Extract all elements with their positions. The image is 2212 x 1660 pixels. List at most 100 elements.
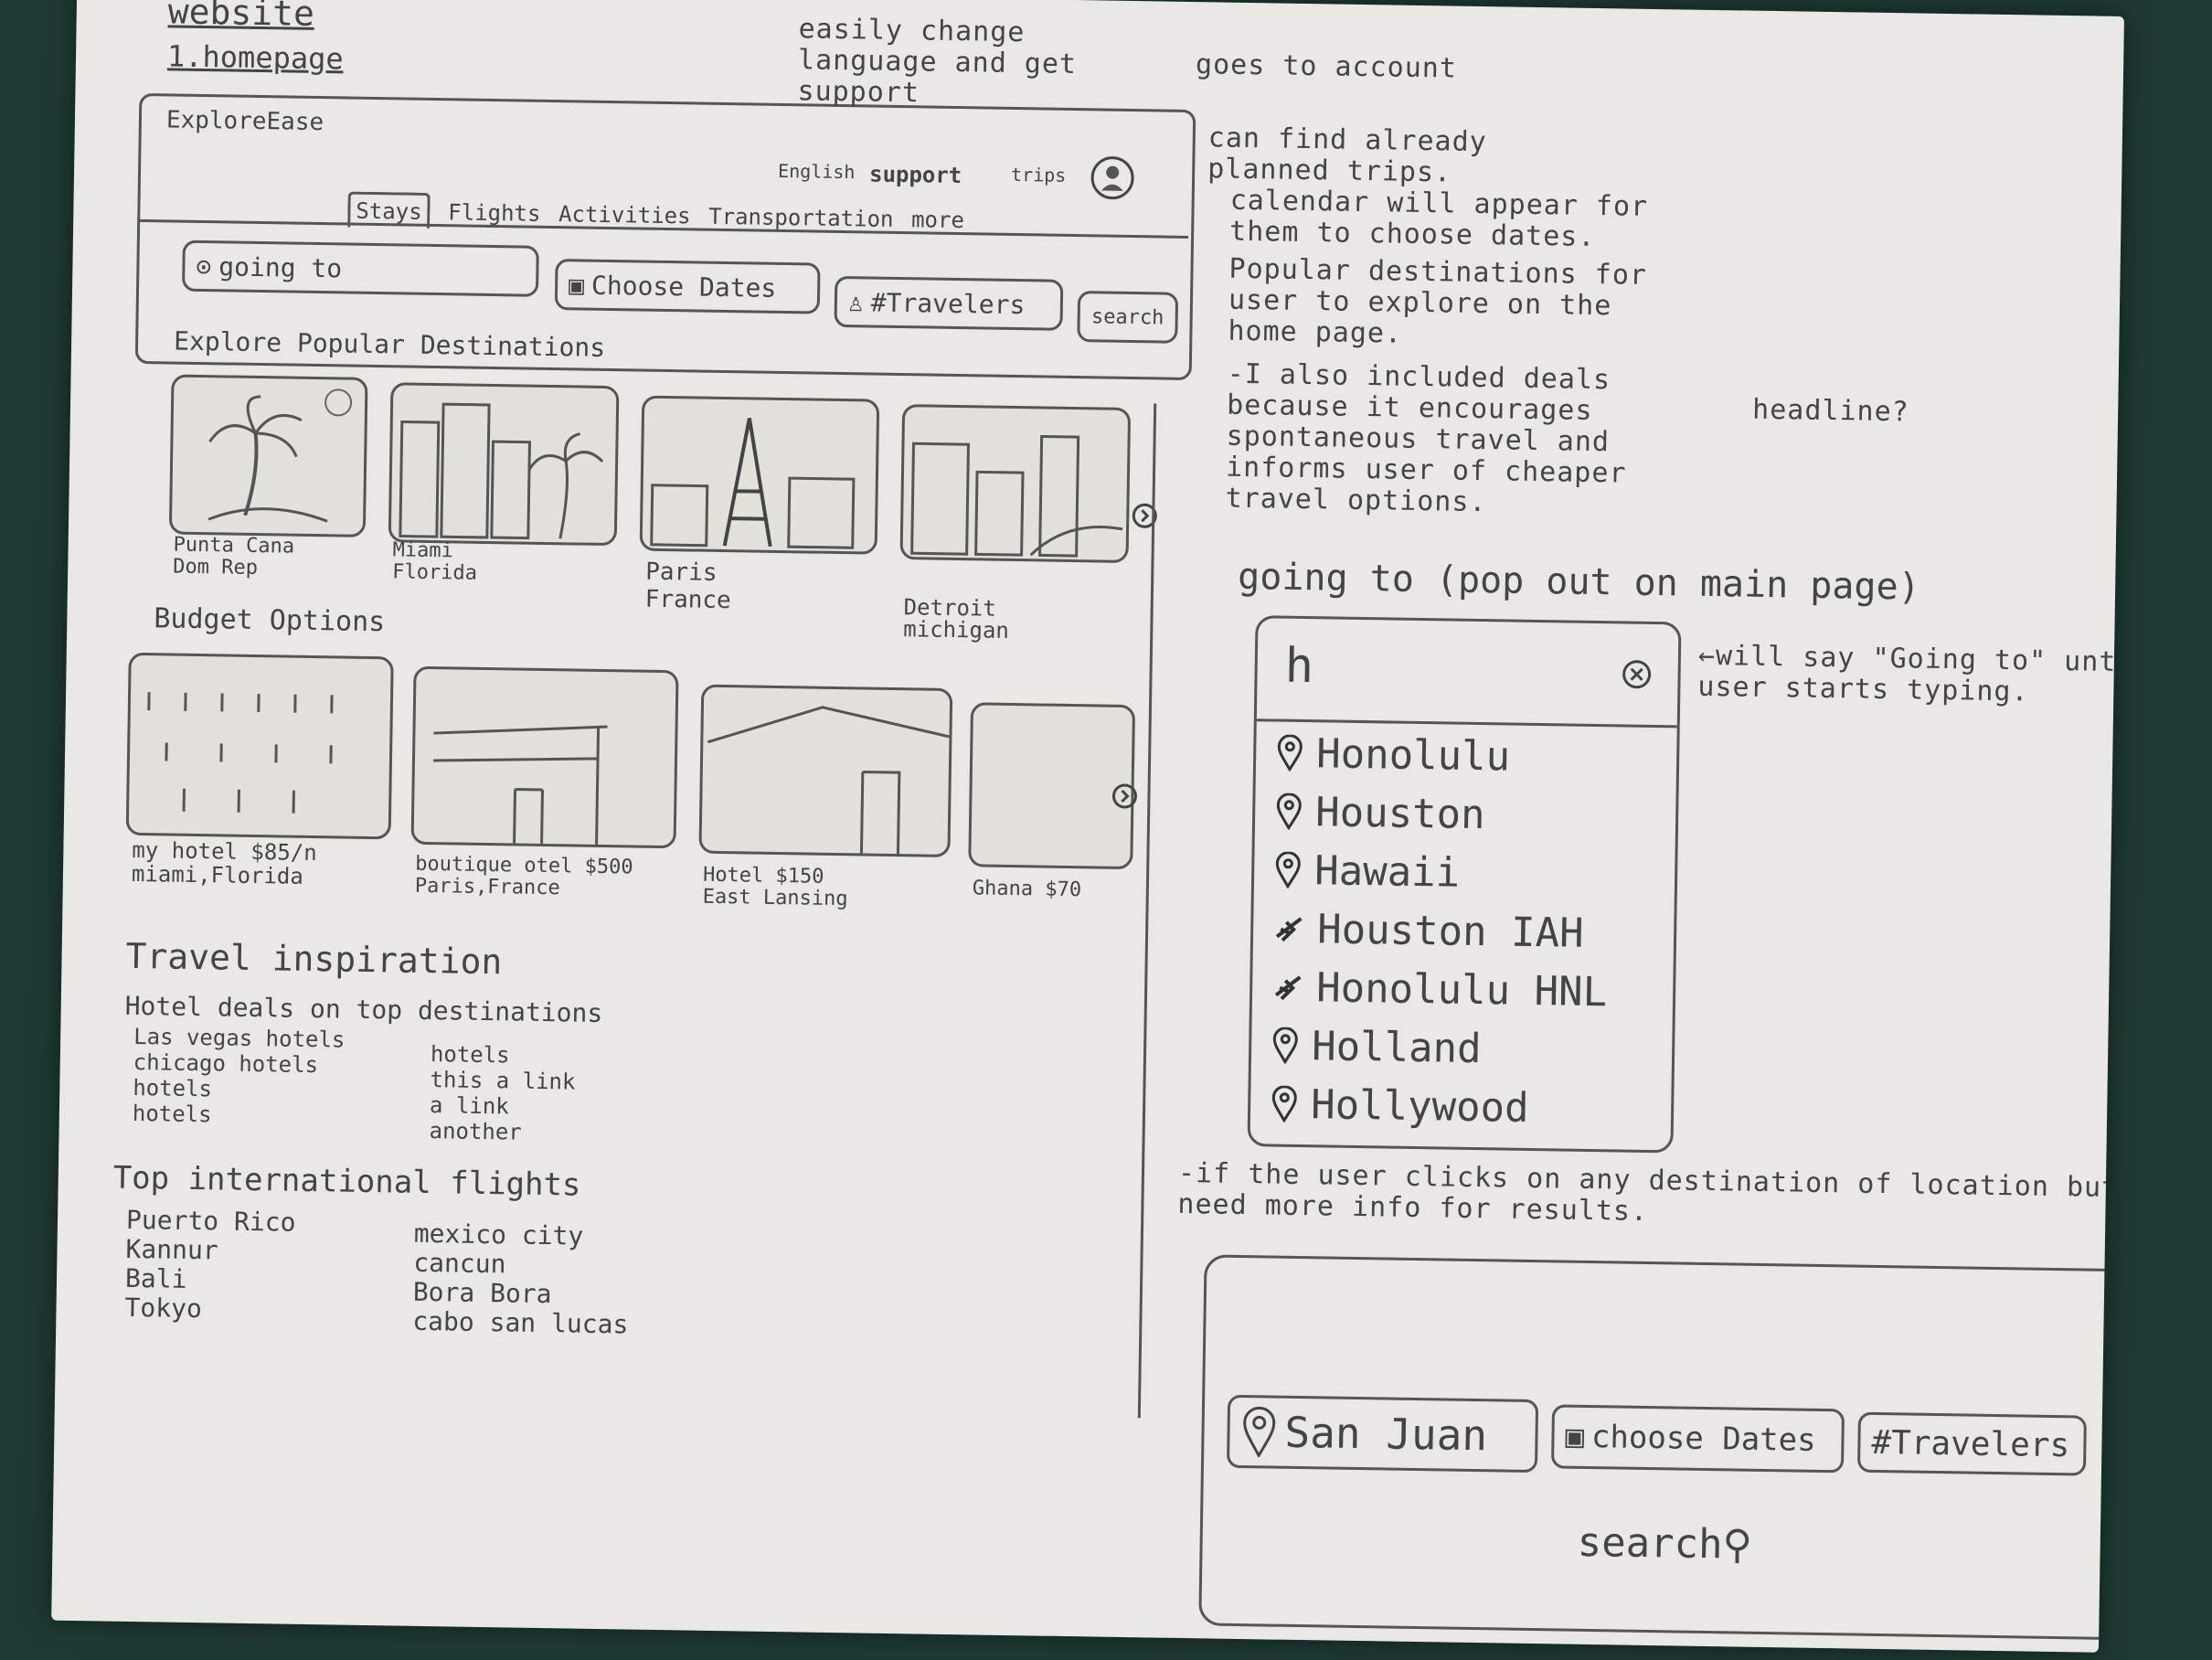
budget-caption-4: Ghana $70 bbox=[972, 877, 1082, 902]
travelers-button[interactable]: ♙#Travelers bbox=[834, 275, 1064, 331]
flight-link[interactable]: Bora Bora bbox=[412, 1276, 552, 1310]
popular-card-miami[interactable] bbox=[388, 382, 620, 547]
popout-result-item[interactable]: Honolulu bbox=[1276, 724, 1611, 788]
calendar-icon: ▣ bbox=[1565, 1418, 1585, 1455]
airplane-icon bbox=[1272, 972, 1304, 1004]
budget-card-my-hotel[interactable] bbox=[125, 652, 394, 840]
popout-result-item[interactable]: Holland bbox=[1271, 1016, 1607, 1080]
budget-card-ghana[interactable] bbox=[968, 702, 1136, 870]
clear-icon[interactable] bbox=[1621, 658, 1653, 690]
popout-result-item[interactable]: Honolulu HNL bbox=[1272, 958, 1608, 1022]
pin-icon bbox=[1271, 1027, 1300, 1064]
skyline-image bbox=[910, 434, 1123, 558]
inspiration-right-links: hotels this a link a link another bbox=[429, 1041, 576, 1145]
location-input[interactable]: San Juan bbox=[1226, 1394, 1539, 1474]
flights-left-links: Puerto Rico Kannur Bali Tokyo bbox=[124, 1204, 296, 1325]
search-button-bottom[interactable]: search⚲ bbox=[1577, 1518, 1753, 1569]
budget-card-boutique[interactable] bbox=[410, 665, 679, 849]
pin-icon bbox=[1276, 734, 1304, 772]
support-link[interactable]: support bbox=[868, 161, 962, 189]
inspiration-left-links: Las vegas hotels chicago hotels hotels h… bbox=[133, 1024, 346, 1130]
note-deals: -I also included deals because it encour… bbox=[1225, 357, 1627, 519]
pin-icon bbox=[1271, 1085, 1299, 1123]
travelers-field[interactable]: #Travelers bbox=[1856, 1411, 2087, 1476]
popular-next-arrow-icon[interactable] bbox=[1131, 502, 1158, 529]
tab-activities[interactable]: Activities bbox=[558, 201, 691, 229]
going-to-input[interactable]: ⊙going to bbox=[182, 239, 539, 297]
popout-search-field[interactable]: h bbox=[1256, 618, 1679, 729]
note-language: easily change language and get support bbox=[797, 13, 1078, 110]
flight-link[interactable]: cabo san lucas bbox=[412, 1305, 629, 1340]
flight-link[interactable]: mexico city bbox=[413, 1218, 584, 1251]
tab-more[interactable]: more bbox=[910, 207, 965, 234]
inspiration-link[interactable]: a link bbox=[429, 1092, 509, 1120]
popout-result-item[interactable]: Houston IAH bbox=[1273, 899, 1609, 963]
flight-link[interactable]: Kannur bbox=[125, 1233, 218, 1266]
inspiration-link[interactable]: another bbox=[429, 1118, 522, 1145]
choose-dates-field[interactable]: ▣choose Dates bbox=[1550, 1404, 1845, 1474]
inspiration-link[interactable]: chicago hotels bbox=[133, 1048, 319, 1079]
account-icon[interactable] bbox=[1089, 154, 1137, 202]
flight-link[interactable]: cancun bbox=[413, 1247, 506, 1280]
trips-link[interactable]: trips bbox=[1010, 163, 1067, 186]
person-icon: ♙ bbox=[847, 286, 865, 317]
pin-icon bbox=[1274, 851, 1303, 889]
note-calendar: calendar will appear for them to choose … bbox=[1228, 184, 1649, 253]
flight-link[interactable]: Tokyo bbox=[124, 1292, 203, 1325]
tab-flights[interactable]: Flights bbox=[448, 199, 541, 227]
logo[interactable]: ExploreEase bbox=[165, 106, 324, 137]
pin-icon bbox=[1240, 1406, 1278, 1458]
inspiration-heading: Travel inspiration bbox=[125, 935, 503, 983]
popout-result-item[interactable]: Houston bbox=[1275, 782, 1611, 846]
eiffel-tower-image bbox=[650, 418, 856, 549]
pin-icon: ⊙ bbox=[196, 250, 212, 282]
hotel-image bbox=[147, 692, 334, 814]
inspiration-link[interactable]: hotels bbox=[132, 1100, 212, 1128]
popular-card-paris[interactable] bbox=[639, 395, 880, 555]
choose-dates-button[interactable]: ▣Choose Dates bbox=[554, 259, 821, 314]
boutique-image bbox=[432, 725, 608, 845]
flight-link[interactable]: Bali bbox=[124, 1262, 187, 1294]
search-button[interactable]: search bbox=[1077, 291, 1179, 344]
flights-right-links: mexico city cancun Bora Bora cabo san lu… bbox=[412, 1218, 630, 1340]
note-headline: headline? bbox=[1751, 393, 1910, 429]
city-image bbox=[399, 402, 604, 540]
popout-result-item[interactable]: Hollywood bbox=[1271, 1075, 1606, 1139]
budget-next-arrow-icon[interactable] bbox=[1111, 782, 1138, 810]
inspiration-link[interactable]: hotels bbox=[133, 1074, 213, 1102]
note-trips: can find already planned trips. bbox=[1207, 122, 1488, 189]
inspiration-link[interactable]: Las vegas hotels bbox=[133, 1023, 346, 1053]
note-popular: Popular destinations for user to explore… bbox=[1228, 252, 1648, 350]
flight-link[interactable]: Puerto Rico bbox=[125, 1204, 296, 1238]
budget-card-hotel[interactable] bbox=[698, 684, 953, 857]
building-image bbox=[707, 706, 950, 855]
page-right-edge bbox=[1137, 403, 1157, 1419]
search-icon: ⚲ bbox=[1722, 1521, 1753, 1569]
inspiration-subheading: Hotel deals on top destinations bbox=[124, 990, 603, 1029]
palm-tree-image bbox=[207, 388, 353, 523]
popular-card-punta-cana[interactable] bbox=[168, 374, 368, 537]
inspiration-link[interactable]: hotels bbox=[430, 1041, 510, 1069]
popout-result-item[interactable]: Hawaii bbox=[1274, 841, 1610, 905]
popout-query: h bbox=[1284, 638, 1314, 695]
inspiration-link[interactable]: this a link bbox=[430, 1067, 576, 1095]
note-going-to: ←will say "Going to" until user starts t… bbox=[1697, 639, 2124, 708]
budget-heading: Budget Options bbox=[154, 602, 386, 639]
search-expanded-box: San Juan ▣choose Dates #Travelers search… bbox=[1198, 1254, 2124, 1641]
airplane-icon bbox=[1273, 913, 1305, 945]
language-link[interactable]: English bbox=[777, 159, 856, 184]
calendar-icon: ▣ bbox=[568, 269, 585, 301]
flights-heading: Top international flights bbox=[112, 1159, 581, 1204]
sketch-paper: website 1.homepage ExploreEase English s… bbox=[51, 0, 2124, 1653]
note-account: goes to account bbox=[1195, 48, 1458, 85]
popular-card-detroit[interactable] bbox=[899, 404, 1132, 563]
sketch-title: website bbox=[167, 0, 315, 34]
